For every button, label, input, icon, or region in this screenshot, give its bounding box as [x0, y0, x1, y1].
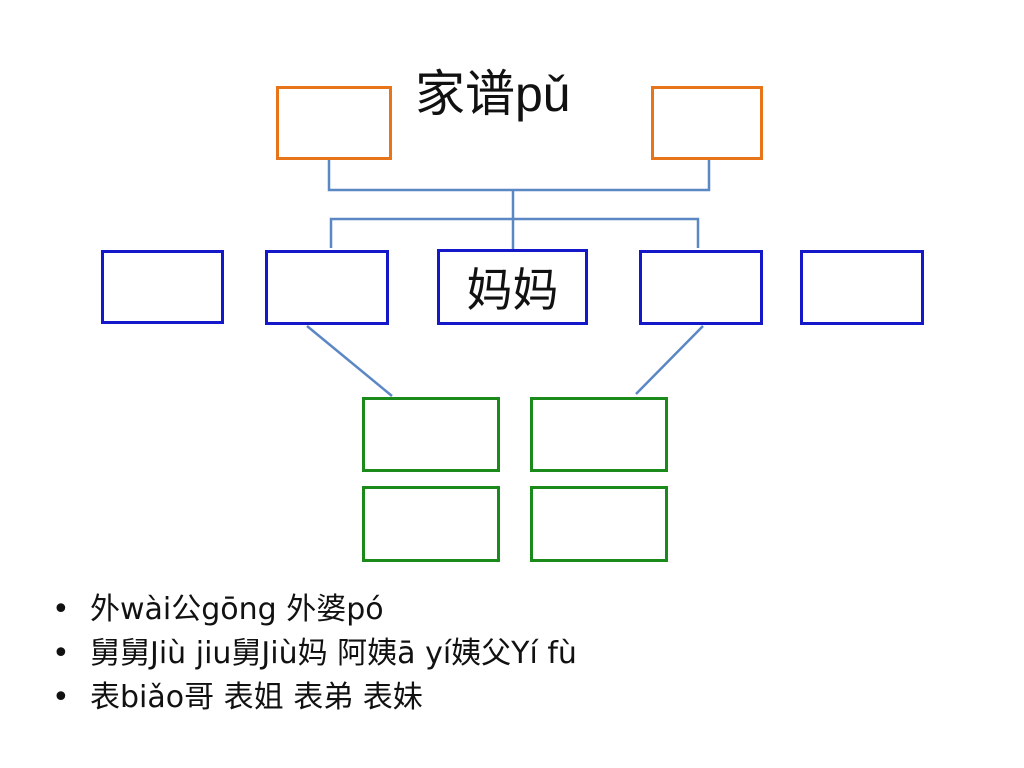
- list-item-text: 表biǎo哥 表姐 表弟 表妹: [90, 680, 423, 715]
- grandparents-connector: [327, 160, 711, 192]
- aunt-uncle-box-3: [639, 250, 763, 325]
- list-item-text: 舅舅Jiù jiu舅Jiù妈 阿姨ā yí姨父Yí fù: [90, 636, 577, 671]
- cousin-box-1: [362, 397, 500, 472]
- cousin-box-3: [362, 486, 500, 562]
- slide-title: 家谱pǔ: [415, 58, 571, 130]
- bullet-icon: •: [52, 592, 70, 627]
- cousin-box-4: [530, 486, 668, 562]
- mother-label: 妈妈: [466, 263, 559, 317]
- grandmother-box: [651, 86, 763, 160]
- list-item: • 外wài公gōng 外婆pó: [46, 588, 577, 632]
- title-pinyin: pǔ: [515, 66, 571, 122]
- cousin-box-2: [530, 397, 668, 472]
- aunt-uncle-box-2: [265, 250, 389, 325]
- aunt-uncle-box-4: [800, 250, 924, 325]
- grandfather-box: [276, 86, 392, 160]
- cousin-connector-left: [306, 325, 393, 397]
- children-branch-left: [329, 217, 700, 248]
- list-item: • 表biǎo哥 表姐 表弟 表妹: [46, 676, 577, 720]
- bullet-icon: •: [52, 680, 70, 715]
- cousin-connector-right: [635, 325, 704, 395]
- aunt-uncle-box-1: [101, 250, 224, 324]
- list-item: • 舅舅Jiù jiu舅Jiù妈 阿姨ā yí姨父Yí fù: [46, 632, 577, 676]
- vocabulary-list: • 外wài公gōng 外婆pó • 舅舅Jiù jiu舅Jiù妈 阿姨ā yí…: [46, 588, 577, 720]
- mother-box: 妈妈: [437, 249, 588, 325]
- list-item-text: 外wài公gōng 外婆pó: [90, 592, 384, 627]
- bullet-icon: •: [52, 636, 70, 671]
- title-hanzi: 家谱: [415, 65, 515, 123]
